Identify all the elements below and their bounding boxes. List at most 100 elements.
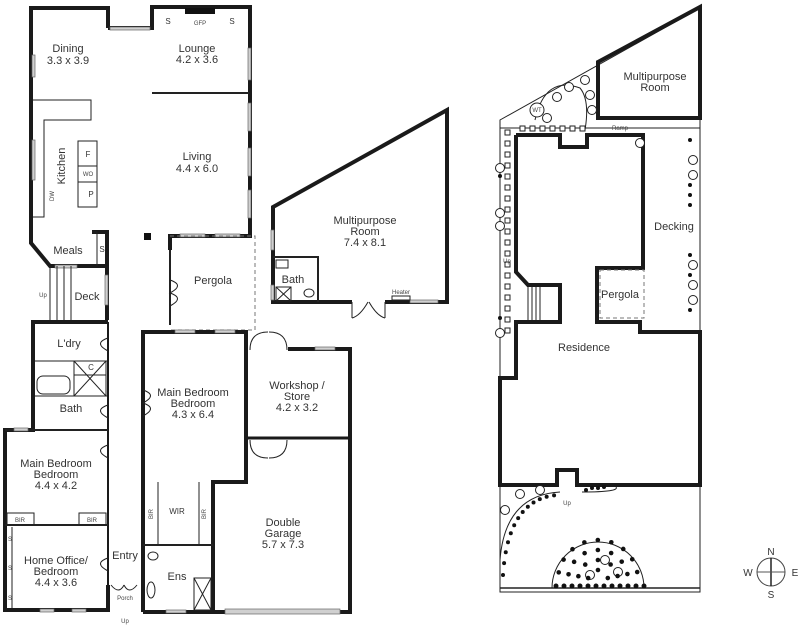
shrub-icon bbox=[688, 203, 692, 207]
paver-icon bbox=[504, 184, 511, 191]
shrub-icon bbox=[512, 523, 517, 528]
shrub-icon bbox=[593, 583, 599, 589]
shrub-icon bbox=[561, 557, 566, 562]
paver-icon bbox=[504, 217, 511, 224]
shrub-icon bbox=[582, 562, 588, 567]
shrub-icon bbox=[615, 573, 620, 579]
shrub-icon bbox=[552, 493, 557, 498]
tree-icon bbox=[564, 82, 574, 92]
label-bir: BIR bbox=[15, 518, 26, 524]
room-label-living: Living bbox=[183, 151, 212, 163]
shrub-icon bbox=[688, 193, 692, 197]
paver-icon bbox=[504, 228, 511, 235]
shrub-icon bbox=[576, 573, 581, 579]
label-bir: BIR bbox=[87, 518, 98, 524]
shrub-icon bbox=[585, 575, 591, 581]
shrub-icon bbox=[584, 488, 588, 492]
paver-icon bbox=[504, 327, 511, 334]
shrub-icon bbox=[688, 308, 692, 312]
paver-icon bbox=[504, 250, 511, 257]
label-storage: S bbox=[8, 566, 12, 572]
shrub-icon bbox=[561, 583, 567, 589]
room-label-garage-2: Garage bbox=[265, 528, 302, 540]
room-labels: Dining 3.3 x 3.9 Lounge 4.2 x 3.6 Living… bbox=[20, 43, 396, 589]
garden-plants bbox=[495, 75, 698, 589]
room-size-main-bedroom: 4.3 x 6.4 bbox=[172, 409, 214, 421]
label-cupboard: C bbox=[88, 363, 94, 372]
paver-icon bbox=[529, 125, 536, 132]
paver-icon bbox=[504, 261, 511, 268]
label-up: Up bbox=[121, 619, 129, 625]
shrub-icon bbox=[688, 183, 692, 187]
paver-icon bbox=[504, 294, 511, 301]
room-label-multipurpose-1: Multipurpose bbox=[334, 215, 397, 227]
room-label-main-bedroom: Main Bedroom bbox=[157, 387, 229, 399]
paver-icon bbox=[504, 272, 511, 279]
tree-icon bbox=[688, 280, 698, 290]
paver-icon bbox=[504, 283, 511, 290]
label-storage: S bbox=[229, 17, 234, 26]
shrub-icon bbox=[571, 559, 577, 565]
shrub-icon bbox=[531, 500, 536, 505]
site-label-water-tank: WT bbox=[532, 108, 542, 114]
shrub-icon bbox=[641, 583, 647, 589]
tree-icon bbox=[635, 138, 645, 148]
compass bbox=[756, 557, 786, 587]
site-label-residence: Residence bbox=[558, 342, 610, 354]
shrub-icon bbox=[556, 570, 562, 575]
multipurpose-room-walls bbox=[270, 106, 449, 319]
label-bir: BIR bbox=[149, 508, 155, 519]
compass-north: N bbox=[767, 547, 774, 558]
room-label-main-bedroom-2: Bedroom bbox=[171, 398, 216, 410]
shrub-icon bbox=[503, 550, 508, 555]
tree-icon bbox=[688, 260, 698, 270]
site-label-ramp: Ramp bbox=[612, 126, 629, 132]
site-label-pergola: Pergola bbox=[601, 289, 640, 301]
room-size-bedroom2: 4.4 x 4.2 bbox=[35, 480, 77, 492]
room-label-lounge: Lounge bbox=[179, 43, 216, 55]
room-label-ens: Ens bbox=[168, 571, 187, 583]
paver-icon bbox=[504, 173, 511, 180]
shrub-icon bbox=[577, 583, 583, 589]
room-label-office-1: Home Office/ bbox=[24, 555, 89, 567]
shrub-icon bbox=[498, 174, 502, 178]
room-label-laundry: L'dry bbox=[57, 338, 81, 350]
paver-icon bbox=[504, 316, 511, 323]
site-label-multipurpose-1: Multipurpose bbox=[624, 71, 687, 83]
tree-icon bbox=[587, 105, 597, 115]
tree-icon bbox=[500, 505, 510, 515]
shrub-icon bbox=[620, 546, 626, 552]
shrub-icon bbox=[595, 537, 601, 543]
paver-icon bbox=[504, 140, 511, 147]
shrub-icon bbox=[501, 573, 505, 577]
room-size-workshop: 4.2 x 3.2 bbox=[276, 402, 318, 414]
room-size-living: 4.4 x 6.0 bbox=[176, 163, 218, 175]
label-fridge: F bbox=[86, 150, 91, 159]
label-storage: S bbox=[8, 537, 12, 543]
label-storage: S bbox=[8, 596, 12, 602]
shrub-icon bbox=[595, 567, 601, 573]
shrub-icon bbox=[569, 583, 575, 589]
room-label-bedroom2: Main Bedroom bbox=[20, 458, 92, 470]
label-pantry: P bbox=[88, 190, 93, 199]
shrub-icon bbox=[608, 550, 614, 556]
label-porch: Porch bbox=[117, 596, 133, 602]
shrub-icon bbox=[516, 516, 521, 521]
tree-icon bbox=[495, 221, 505, 231]
shrub-icon bbox=[596, 486, 600, 490]
shrub-icon bbox=[602, 485, 606, 489]
shrub-icon bbox=[544, 494, 549, 499]
shrub-icon bbox=[688, 138, 692, 142]
shrub-icon bbox=[595, 557, 601, 563]
tree-icon bbox=[542, 113, 552, 123]
paver-icon bbox=[519, 125, 526, 132]
site-plan bbox=[495, 3, 702, 593]
main-house-walls bbox=[3, 5, 352, 615]
room-label-entry: Entry bbox=[112, 550, 138, 562]
shrub-icon bbox=[508, 531, 513, 536]
room-label-office-2: Bedroom bbox=[34, 566, 79, 578]
shrub-icon bbox=[625, 583, 631, 589]
paver-icon bbox=[504, 129, 511, 136]
tree-icon bbox=[688, 155, 698, 165]
